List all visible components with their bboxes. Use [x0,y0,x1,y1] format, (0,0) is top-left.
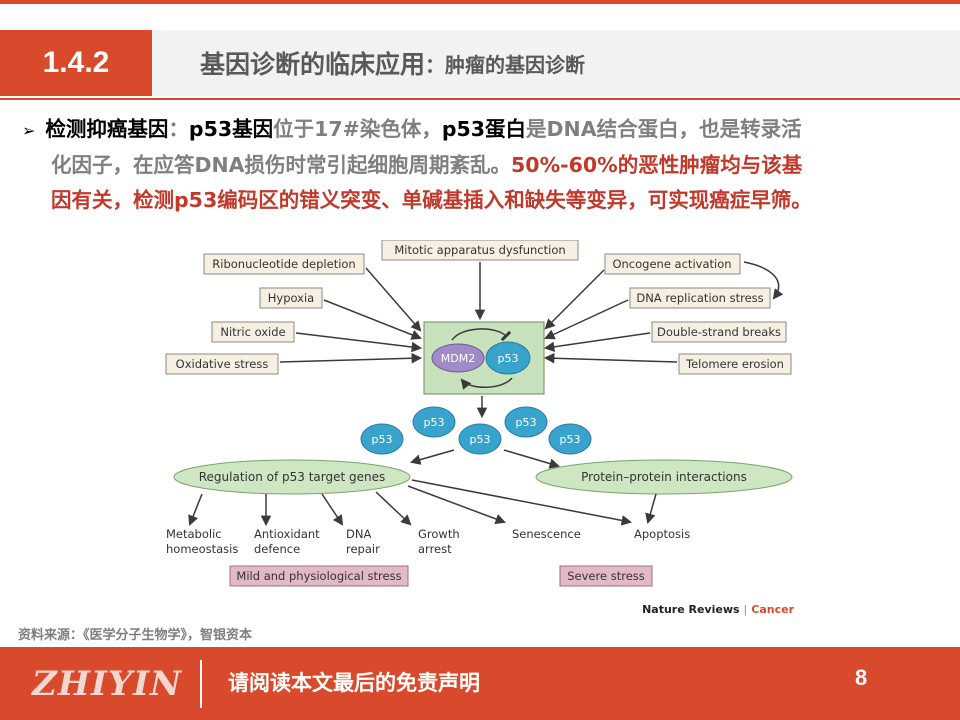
outcome-arrows [188,479,657,527]
outcome-growth-arrest-2: arrest [418,542,452,556]
brand-logo: ZHIYIN [32,664,183,704]
ppi-label: Protein–protein interactions [581,470,747,484]
page-title-main: 基因诊断的临床应用 [200,50,426,79]
stress-label-oxidative: Oxidative stress [176,357,269,371]
mild-stress-box: Mild and physiological stress [229,565,409,587]
stress-box-right-2: DNA replication stress [629,287,771,309]
header-bar [0,30,960,96]
input-arrows [279,261,784,364]
stress-box-left-1: Ribonucleotide depletion [203,253,365,275]
bullet-highlight-1: 50%-60%的恶性肿瘤均与该基 [511,153,803,177]
stress-box-right-3: Double-strand breaks [651,321,787,343]
severe-stress-box: Severe stress [559,565,653,587]
figure-credit: Nature Reviews |Cancer [642,603,795,616]
page-title-sub: ：肿瘤的基因诊断 [425,52,586,77]
outcome-senescence: Senescence [512,527,581,541]
stress-label-hypoxia: Hypoxia [268,291,314,305]
stress-label-dsb: Double-strand breaks [657,325,781,339]
footer-divider [200,660,202,708]
stress-label-telomere: Telomere erosion [685,357,784,371]
top-accent-rule [0,0,960,4]
regulation-oval: Regulation of p53 target genes [173,459,411,495]
p53-branch-arrows [409,449,561,469]
outcome-metabolic-1: Metabolic [166,527,222,541]
page-title: 基因诊断的临床应用 ：肿瘤的基因诊断 [200,30,585,96]
credit-separator: | [744,603,748,616]
outcome-dna-repair-2: repair [346,542,380,556]
stress-box-left-3: Nitric oxide [211,321,295,343]
outcome-dna-repair-1: DNA [346,527,371,541]
footer-bar [0,647,960,720]
bullet-protein: p53蛋白 [441,117,527,141]
p53-label-4: p53 [516,416,537,429]
stress-label-oncogene: Oncogene activation [612,257,731,271]
stress-box-left-2: Hypoxia [259,287,323,309]
bullet-text-2: 是DNA结合蛋白，也是转录活 [526,117,802,141]
stress-box-left-4: Oxidative stress [165,353,279,375]
bullet-line-1: ➢ 检测抑癌基因：p53基因位于17#染色体，p53蛋白是DNA结合蛋白，也是转录… [22,112,932,148]
mdm2-p53-complex: MDM2 p53 [423,321,545,395]
disclaimer-text: 请阅读本文最后的免责声明 [228,671,480,695]
bullet-arrow-icon: ➢ [22,121,36,140]
bullet-highlight-2: 因有关，检测p53编码区的错义突变、单碱基插入和缺失等变异，可实现癌症早筛。 [51,188,812,212]
stress-box-right-4: Telomere erosion [678,353,792,375]
bullet-line-2: 化因子，在应答DNA损伤时常引起细胞周期紊乱。50%-60%的恶性肿瘤均与该基 [22,148,932,183]
source-note: 资料来源：《医学分子生物学》，智银资本 [18,628,253,643]
credit-journal: Nature Reviews [642,603,740,616]
outcome-apoptosis: Apoptosis [634,527,690,541]
section-number: 1.4.2 [0,30,152,96]
p53-label-2: p53 [372,433,393,446]
stress-label-ribonucleotide: Ribonucleotide depletion [212,257,355,271]
p53-molecules: p53 p53 p53 p53 p53 [360,406,592,455]
bullet-text-1: 位于17#染色体， [273,117,442,141]
stress-label-nitric-oxide: Nitric oxide [220,325,285,339]
bullet-text-3: 化因子，在应答DNA损伤时常引起细胞周期紊乱。 [51,153,512,177]
ppi-oval: Protein–protein interactions [535,459,793,495]
page-number: 8 [855,665,868,690]
bullet-gene: p53基因 [188,117,274,141]
bullet-paragraph: ➢ 检测抑癌基因：p53基因位于17#染色体，p53蛋白是DNA结合蛋白，也是转录… [22,112,932,218]
outcome-labels: Metabolic homeostasis Antioxidant defenc… [166,527,690,556]
stress-label-mitotic: Mitotic apparatus dysfunction [394,243,565,257]
header-divider [0,98,960,100]
regulation-label: Regulation of p53 target genes [199,470,386,484]
stress-box-right-1: Oncogene activation [604,253,741,275]
stress-label-replication: DNA replication stress [636,291,763,305]
outcome-antioxidant-2: defence [254,542,300,556]
mild-stress-label: Mild and physiological stress [236,569,401,583]
p53-label-complex: p53 [498,352,519,365]
credit-section: Cancer [751,603,794,616]
stress-box-top: Mitotic apparatus dysfunction [381,240,579,261]
outcome-metabolic-2: homeostasis [166,542,238,556]
p53-pathway-diagram: Mitotic apparatus dysfunction Ribonucleo… [162,240,796,620]
bullet-colon: ： [168,117,189,141]
p53-label-1: p53 [424,416,445,429]
p53-label-5: p53 [560,433,581,446]
mdm2-label: MDM2 [441,352,475,365]
p53-label-3: p53 [470,433,491,446]
outcome-growth-arrest-1: Growth [418,527,460,541]
bullet-term: 检测抑癌基因 [45,117,169,141]
outcome-antioxidant-1: Antioxidant [254,527,320,541]
severe-stress-label: Severe stress [567,569,645,583]
